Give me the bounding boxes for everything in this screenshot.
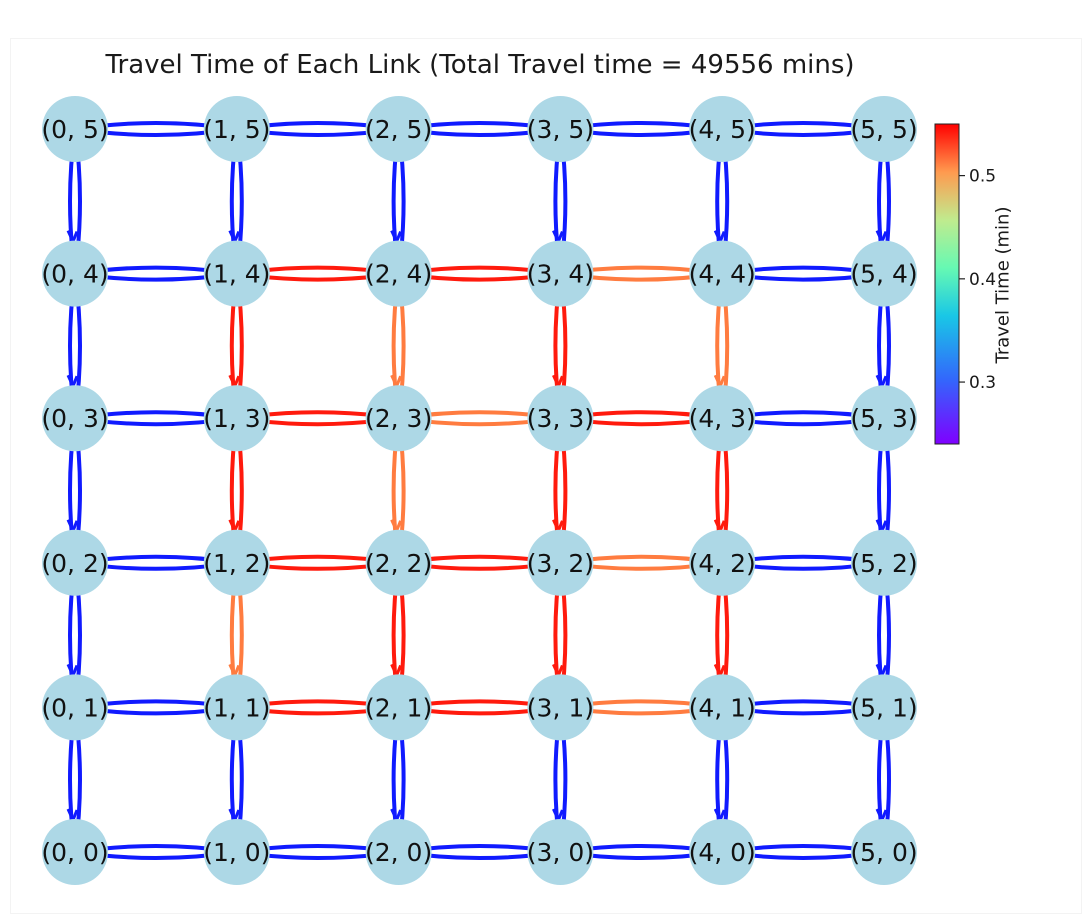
node-label-4-0: (4, 0) — [689, 838, 756, 867]
node-label-5-1: (5, 1) — [850, 693, 917, 722]
colorbar-tick-label-0: 0.5 — [969, 167, 996, 187]
colorbar-tick-label-2: 0.3 — [969, 373, 996, 393]
node-label-4-2: (4, 2) — [689, 549, 756, 578]
node-1-2 — [203, 529, 270, 596]
node-3-2 — [527, 529, 594, 596]
node-2-3 — [365, 385, 432, 452]
node-label-3-4: (3, 4) — [527, 260, 594, 289]
node-label-4-5: (4, 5) — [689, 115, 756, 144]
node-4-1 — [689, 674, 756, 741]
node-label-2-0: (2, 0) — [365, 838, 432, 867]
node-5-5 — [851, 96, 917, 162]
node-2-2 — [365, 529, 432, 596]
node-label-0-1: (0, 1) — [41, 693, 108, 722]
node-3-3 — [527, 385, 594, 452]
colorbar-tick-label-1: 0.4 — [969, 270, 996, 290]
node-label-5-4: (5, 4) — [850, 260, 917, 289]
node-label-0-0: (0, 0) — [41, 838, 108, 867]
colorbar-gradient — [934, 123, 960, 445]
node-label-0-4: (0, 4) — [41, 260, 108, 289]
node-2-1 — [365, 674, 432, 741]
node-label-1-4: (1, 4) — [203, 260, 270, 289]
node-label-2-1: (2, 1) — [365, 693, 432, 722]
node-5-1 — [851, 674, 917, 741]
node-1-5 — [203, 96, 270, 162]
node-label-5-5: (5, 5) — [850, 115, 917, 144]
node-5-0 — [851, 819, 917, 885]
node-label-3-5: (3, 5) — [527, 115, 594, 144]
node-5-2 — [851, 529, 917, 596]
node-label-1-0: (1, 0) — [203, 838, 270, 867]
node-1-1 — [203, 674, 270, 741]
links-layer — [66, 121, 891, 860]
node-1-0 — [203, 819, 270, 885]
node-label-3-1: (3, 1) — [527, 693, 594, 722]
node-label-1-1: (1, 1) — [203, 693, 270, 722]
node-0-1 — [42, 674, 108, 741]
colorbar-ticks: 0.5 0.4 0.3 — [959, 167, 996, 393]
node-0-5 — [42, 96, 108, 162]
nodes-layer: (0, 0) (1, 0) (2, 0) (3, 0) (4, 0) (5, 0) (0, … — [41, 96, 918, 885]
node-label-5-3: (5, 3) — [850, 404, 917, 433]
node-label-3-2: (3, 2) — [527, 549, 594, 578]
node-label-4-3: (4, 3) — [689, 404, 756, 433]
node-label-2-3: (2, 3) — [365, 404, 432, 433]
node-5-3 — [851, 385, 917, 452]
node-label-5-2: (5, 2) — [850, 549, 917, 578]
node-label-0-5: (0, 5) — [41, 115, 108, 144]
node-label-4-4: (4, 4) — [689, 260, 756, 289]
node-1-3 — [203, 385, 270, 452]
node-label-1-5: (1, 5) — [203, 115, 270, 144]
node-label-2-2: (2, 2) — [365, 549, 432, 578]
node-label-2-5: (2, 5) — [365, 115, 432, 144]
colorbar: 0.5 0.4 0.3 — [934, 123, 996, 445]
colorbar-label: Travel Time (min) — [992, 206, 1014, 364]
node-3-4 — [527, 240, 594, 307]
node-label-0-2: (0, 2) — [41, 549, 108, 578]
node-label-1-3: (1, 3) — [203, 404, 270, 433]
node-4-2 — [689, 529, 756, 596]
node-2-5 — [365, 96, 432, 162]
node-4-3 — [689, 385, 756, 452]
node-label-1-2: (1, 2) — [203, 549, 270, 578]
node-4-5 — [689, 96, 756, 162]
node-2-0 — [365, 819, 432, 885]
node-label-0-3: (0, 3) — [41, 404, 108, 433]
node-label-2-4: (2, 4) — [365, 260, 432, 289]
node-3-5 — [527, 96, 594, 162]
node-0-3 — [42, 385, 108, 452]
node-label-3-3: (3, 3) — [527, 404, 594, 433]
node-3-1 — [527, 674, 594, 741]
node-label-5-0: (5, 0) — [850, 838, 917, 867]
node-5-4 — [851, 240, 917, 307]
node-2-4 — [365, 240, 432, 307]
node-label-3-0: (3, 0) — [527, 838, 594, 867]
node-0-0 — [42, 819, 108, 885]
node-1-4 — [203, 240, 270, 307]
node-0-4 — [42, 240, 108, 307]
node-3-0 — [527, 819, 594, 885]
node-4-4 — [689, 240, 756, 307]
node-4-0 — [689, 819, 756, 885]
figure-frame — [10, 38, 1082, 914]
figure-title: Travel Time of Each Link (Total Travel t… — [105, 50, 855, 80]
node-label-4-1: (4, 1) — [689, 693, 756, 722]
node-0-2 — [42, 529, 108, 596]
